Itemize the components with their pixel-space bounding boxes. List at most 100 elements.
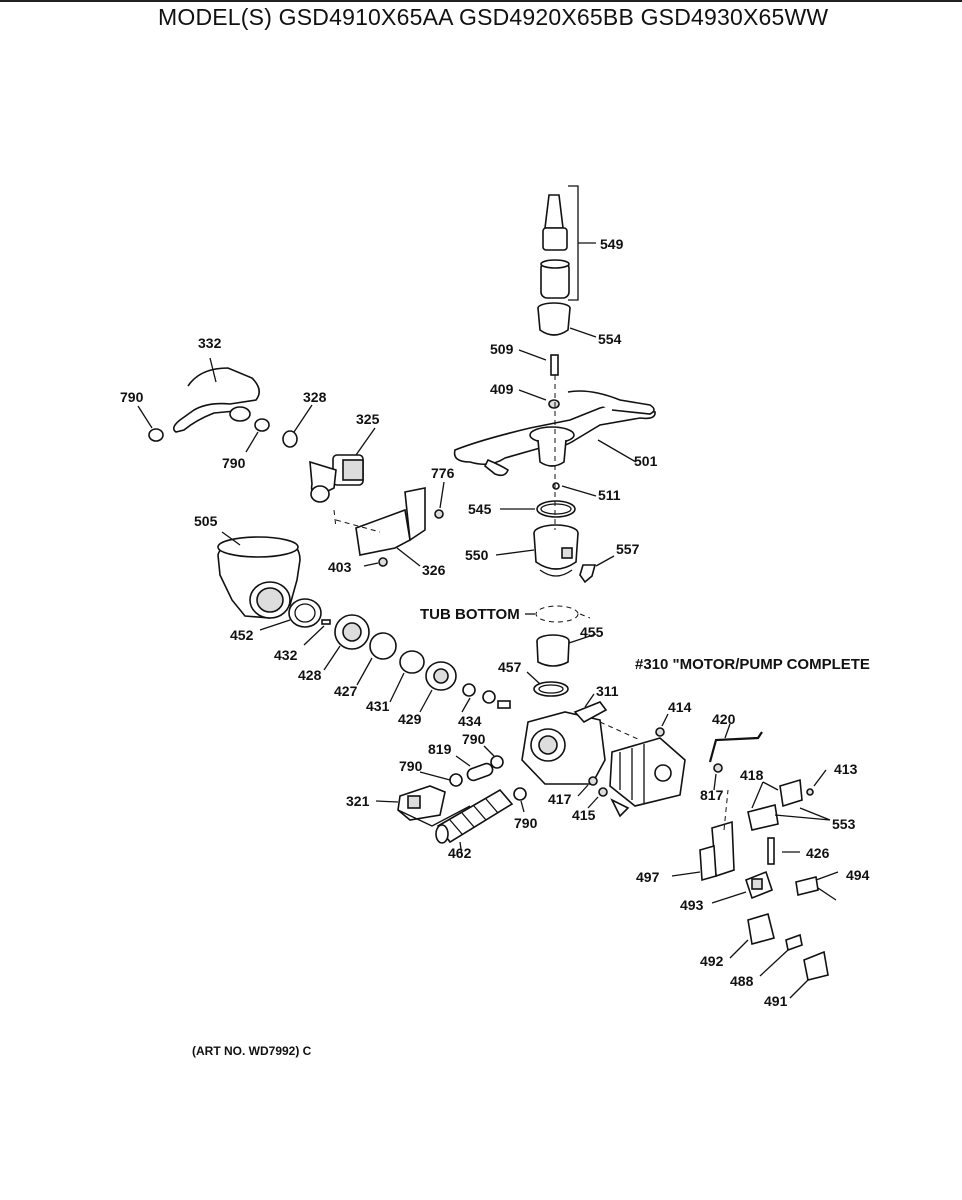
water-valve-325 xyxy=(309,427,376,503)
guide-line xyxy=(599,721,641,741)
guide-line xyxy=(333,509,337,529)
page-title: MODEL(S) GSD4910X65AA GSD4920X65BB GSD49… xyxy=(158,4,829,30)
valve-321 xyxy=(375,785,471,827)
cover-429 xyxy=(419,661,457,713)
callout-790-e: 790 xyxy=(514,815,538,831)
callout-328: 328 xyxy=(303,389,327,405)
callout-420: 420 xyxy=(712,711,736,727)
callout-427: 427 xyxy=(334,683,358,699)
ring-431 xyxy=(389,650,425,703)
screw-417 xyxy=(577,776,598,797)
clip-557 xyxy=(579,555,615,584)
callout-452: 452 xyxy=(230,627,254,643)
o-ring-545 xyxy=(500,500,576,518)
pin-432 xyxy=(303,619,331,646)
callout-545: 545 xyxy=(468,501,492,517)
connector-494 xyxy=(795,871,839,901)
callout-332: 332 xyxy=(198,335,222,351)
ring-328 xyxy=(282,404,313,448)
header-rule xyxy=(0,0,962,2)
bracket-553 xyxy=(747,804,831,831)
callout-492: 492 xyxy=(700,953,724,969)
spray-arm-501 xyxy=(453,390,656,477)
screw-776 xyxy=(434,481,445,519)
housing-505 xyxy=(217,531,301,619)
callout-819: 819 xyxy=(428,741,452,757)
nut-409 xyxy=(518,389,560,409)
bolt-509 xyxy=(518,349,559,376)
callout-554: 554 xyxy=(598,331,622,347)
callout-790-d: 790 xyxy=(399,758,423,774)
callout-457: 457 xyxy=(498,659,522,675)
screw-414 xyxy=(655,713,669,737)
callout-553: 553 xyxy=(832,816,856,832)
assembly-note: #310 "MOTOR/PUMP COMPLETE xyxy=(635,656,870,673)
screw-403 xyxy=(363,557,388,567)
nozzle-554 xyxy=(537,302,597,338)
clamp-790-c xyxy=(483,745,504,769)
callout-431: 431 xyxy=(366,698,390,714)
callout-550: 550 xyxy=(465,547,489,563)
callout-549: 549 xyxy=(600,236,624,252)
callout-790-b: 790 xyxy=(222,455,246,471)
rod-420 xyxy=(708,723,763,763)
switch-488 xyxy=(759,933,803,977)
tub-bottom-label: TUB BOTTOM xyxy=(420,606,520,623)
callout-426: 426 xyxy=(806,845,830,861)
tub-bottom-outline xyxy=(525,605,591,623)
seal-455 xyxy=(536,633,597,667)
callout-557: 557 xyxy=(616,541,640,557)
callout-326: 326 xyxy=(422,562,446,578)
callout-505: 505 xyxy=(194,513,218,529)
drain-hose-462 xyxy=(435,788,514,857)
art-number: (ART NO. WD7992) C xyxy=(192,1044,312,1058)
hose-819 xyxy=(455,755,494,782)
callout-415: 415 xyxy=(572,807,596,823)
callout-497: 497 xyxy=(636,869,660,885)
bracket-326 xyxy=(335,487,426,567)
callout-817: 817 xyxy=(700,787,724,803)
callout-428: 428 xyxy=(298,667,322,683)
callout-511: 511 xyxy=(598,487,621,503)
callout-429: 429 xyxy=(398,711,422,727)
callout-462: 462 xyxy=(448,845,472,861)
gasket-452 xyxy=(259,598,322,631)
callout-790-c: 790 xyxy=(462,731,486,747)
callout-493: 493 xyxy=(680,897,704,913)
screw-415 xyxy=(587,787,608,809)
callout-488: 488 xyxy=(730,973,754,989)
seal-434 xyxy=(461,683,511,713)
switch-418 xyxy=(751,778,803,809)
sump-550 xyxy=(495,524,579,577)
plate-427 xyxy=(356,632,397,686)
callout-409: 409 xyxy=(490,381,514,397)
callout-790-a: 790 xyxy=(120,389,144,405)
clamp-790-e xyxy=(513,787,527,813)
callout-491: 491 xyxy=(764,993,788,1009)
callout-455: 455 xyxy=(580,624,604,640)
callout-413: 413 xyxy=(834,761,858,777)
part-426 xyxy=(767,837,800,865)
clamp-457 xyxy=(526,671,569,697)
switch-492 xyxy=(729,912,775,959)
switch-493 xyxy=(711,870,773,904)
screw-413 xyxy=(806,769,827,796)
callout-494: 494 xyxy=(846,867,870,883)
guide-line xyxy=(723,789,729,831)
clamp-790-left xyxy=(137,405,164,442)
callout-501: 501 xyxy=(634,453,658,469)
callout-417: 417 xyxy=(548,791,572,807)
callout-311: 311 xyxy=(596,683,619,699)
callout-325: 325 xyxy=(356,411,380,427)
pump-body-311 xyxy=(521,693,608,785)
callout-403: 403 xyxy=(328,559,352,575)
clamp-790-mid xyxy=(245,418,270,453)
hose-332 xyxy=(172,357,260,433)
bracket-491 xyxy=(789,950,829,999)
callout-418: 418 xyxy=(740,767,764,783)
impeller-428 xyxy=(323,614,370,671)
callout-434: 434 xyxy=(458,713,482,729)
motor xyxy=(609,737,686,818)
bracket-497 xyxy=(671,820,735,882)
